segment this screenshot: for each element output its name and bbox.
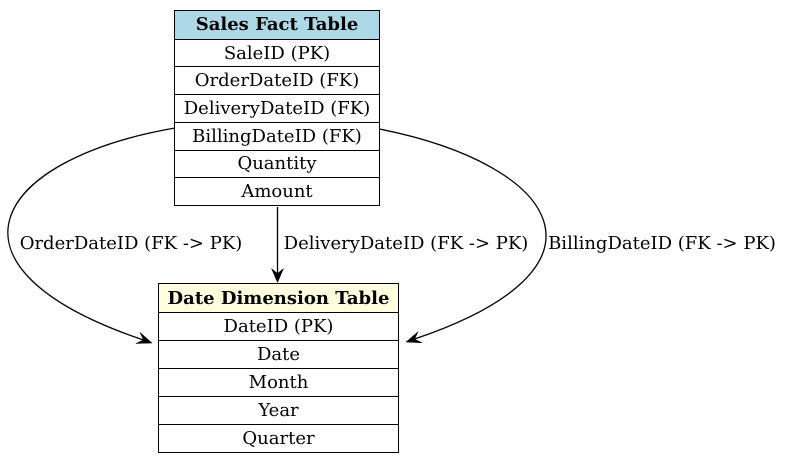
table-row: Quantity xyxy=(175,149,379,178)
table-row: DeliveryDateID (FK) xyxy=(175,94,379,122)
table-row: Date xyxy=(159,340,398,368)
arrowhead-middle-icon xyxy=(271,268,284,284)
table-row: SaleID (PK) xyxy=(175,38,379,67)
table-row: DateID (PK) xyxy=(159,312,398,340)
table-row: Year xyxy=(159,396,398,424)
table-row: BillingDateID (FK) xyxy=(175,121,379,150)
edge-label-orderdateid: OrderDateID (FK -> PK) xyxy=(19,233,243,255)
arrowhead-left-icon xyxy=(135,332,153,344)
table-row: Amount xyxy=(175,177,379,205)
sales-fact-table-header: Sales Fact Table xyxy=(175,11,379,39)
date-dimension-table: Date Dimension Table DateID (PK) Date Mo… xyxy=(158,283,399,453)
table-row: OrderDateID (FK) xyxy=(175,66,379,94)
edge-label-billingdateid: BillingDateID (FK -> PK) xyxy=(548,233,776,255)
table-row: Month xyxy=(159,368,398,396)
date-dimension-table-header: Date Dimension Table xyxy=(159,284,398,312)
arrowhead-right-icon xyxy=(405,331,423,344)
edge-deliverydateid xyxy=(271,207,284,284)
edge-label-deliverydateid: DeliveryDateID (FK -> PK) xyxy=(283,233,529,255)
sales-fact-table: Sales Fact Table SaleID (PK) OrderDateID… xyxy=(174,10,380,206)
table-row: Quarter xyxy=(159,424,398,452)
